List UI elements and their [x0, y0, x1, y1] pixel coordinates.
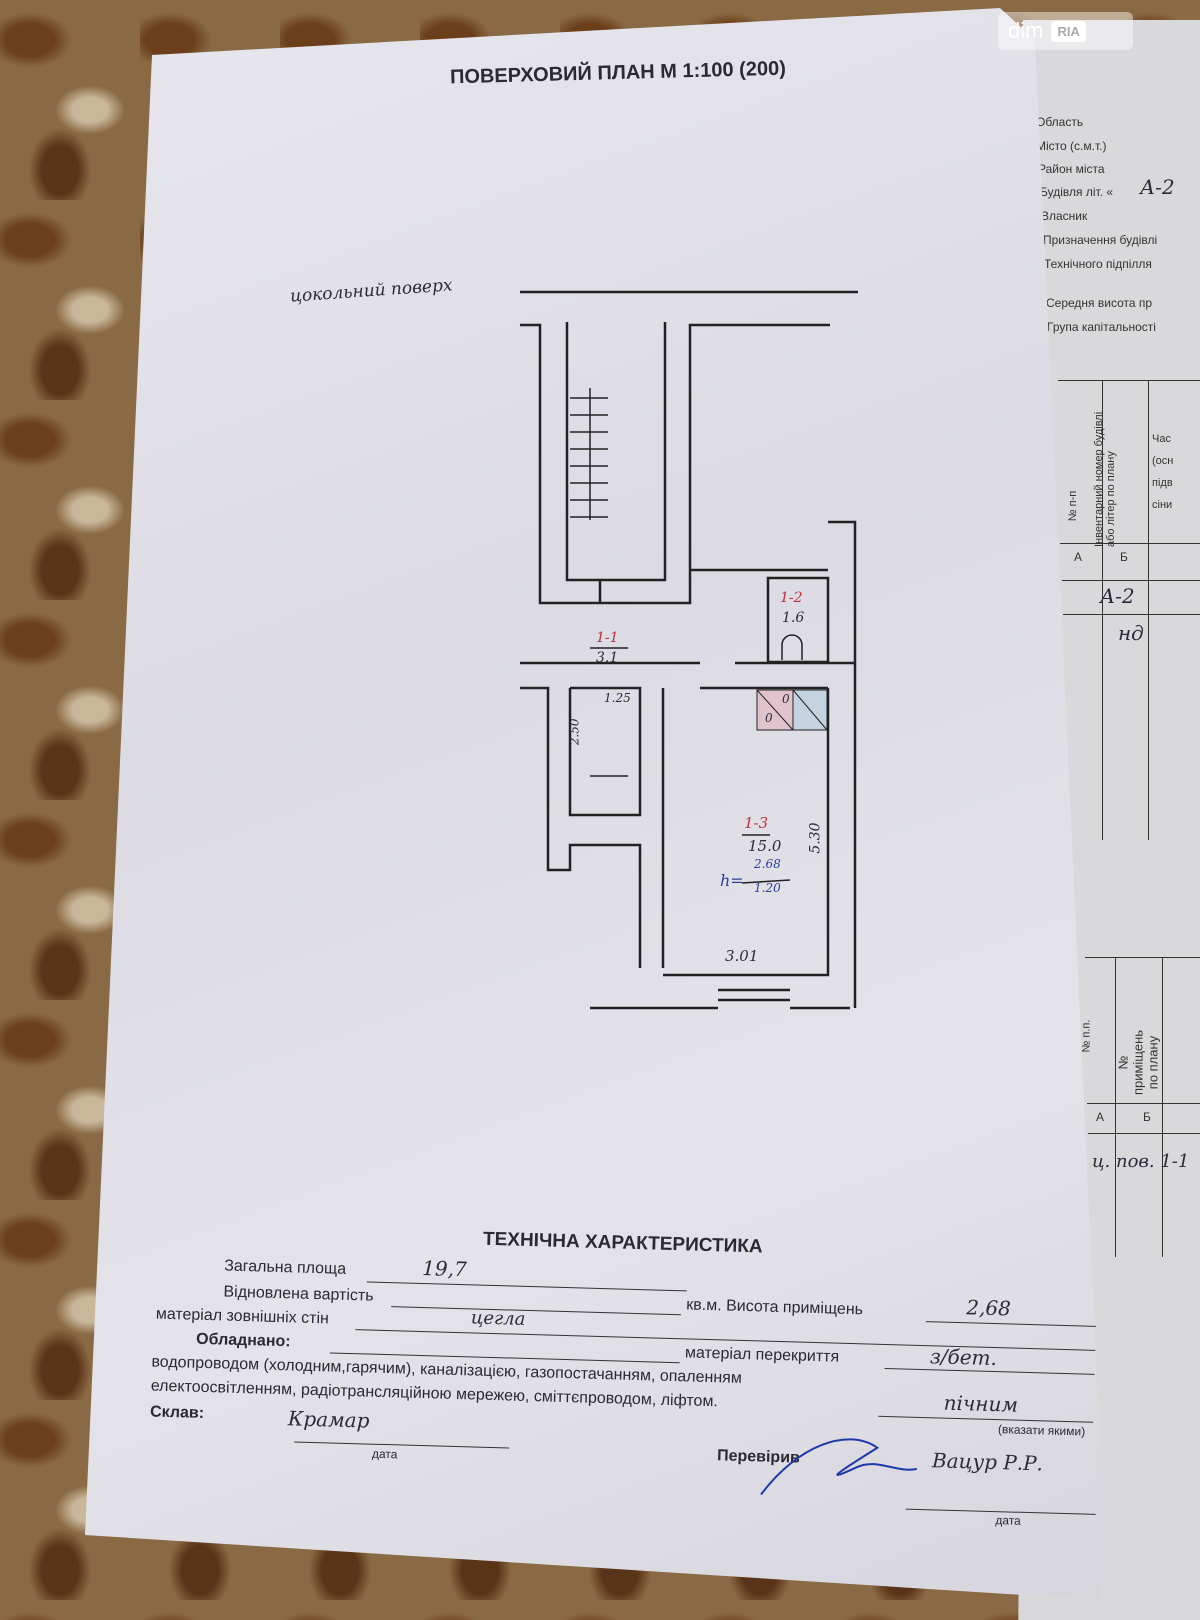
field-district: Район міста	[1038, 162, 1105, 176]
total-area-label: Загальна площа	[223, 1257, 347, 1278]
room-area-1-1: 3.1	[596, 650, 619, 666]
field-region: Область	[1036, 115, 1084, 129]
fixture-mark-2: 0	[782, 692, 790, 706]
wall-material-value: цегла	[470, 1307, 526, 1330]
field-purpose: Призначення будівлі	[1043, 233, 1158, 247]
checked-signature: Вацур Р.Р.	[931, 1448, 1044, 1476]
compiled-label: Склав:	[149, 1403, 205, 1422]
floor-material-label: матеріал перекриття	[684, 1344, 840, 1366]
fixture-mark-1: 0	[765, 711, 773, 725]
wall-material-label: матеріал зовнішніх стін	[155, 1305, 330, 1328]
specify-label: (вказати якими)	[997, 1422, 1086, 1439]
table2-value: ц. пов. 1-1	[1092, 1151, 1190, 1172]
field-city: Місто (с.м.т.)	[1036, 139, 1107, 153]
tech-title: ТЕХНІЧНА ХАРАКТЕРИСТИКА	[482, 1228, 763, 1258]
dimria-watermark: dim RIA	[998, 12, 1133, 50]
table1-value-1: А-2	[1100, 584, 1135, 608]
heating-value: пічним	[943, 1390, 1019, 1417]
total-area-value: 19,7	[421, 1256, 468, 1282]
equipped-label: Обладнано:	[195, 1330, 291, 1351]
restored-cost-label: Відновлена вартість	[223, 1283, 374, 1305]
date-label-2: дата	[995, 1513, 1022, 1528]
compiled-signature: Крамар	[287, 1406, 370, 1433]
room-area-1-2: 1.6	[782, 610, 805, 626]
height-label: кв.м. Висота приміщень	[686, 1296, 864, 1319]
table1-header-part: Час (осн підв сіни	[1152, 433, 1174, 511]
floor-material-value: з/бет.	[929, 1344, 998, 1371]
watermark-ria: RIA	[1051, 20, 1086, 42]
room-id-1-1: 1-1	[596, 630, 619, 646]
dim-3-01: 3.01	[725, 947, 759, 965]
signature-scribble	[760, 1438, 918, 1496]
toilet-icon	[781, 634, 803, 660]
height-top: 2.68	[754, 857, 781, 871]
height-value: 2,68	[966, 1295, 1012, 1321]
field-building: Будівля літ. «	[1040, 185, 1113, 199]
table2-letter-a: А	[1096, 1110, 1105, 1124]
room-id-1-2: 1-2	[780, 590, 803, 606]
height-prefix: h=	[720, 871, 744, 890]
gas-stove-icon	[756, 689, 828, 731]
field-capital-group: Група капітальності	[1047, 320, 1156, 334]
date-label: дата	[371, 1446, 398, 1462]
field-owner: Власник	[1041, 209, 1088, 223]
room-area-1-3: 15.0	[748, 837, 782, 855]
dim-1-25: 1.25	[604, 691, 631, 705]
table2-letter-b: Б	[1143, 1110, 1151, 1124]
room-id-1-3: 1-3	[744, 814, 769, 832]
height-bottom: 1.20	[754, 881, 781, 895]
table1-letter-a: А	[1074, 550, 1083, 564]
field-basement: Технічного підпілля	[1044, 257, 1152, 271]
field-avg-height: Середня висота пр	[1046, 296, 1153, 310]
table1-value-2: нд	[1118, 621, 1144, 645]
watermark-dim: dim	[1008, 18, 1044, 43]
building-letter: А-2	[1140, 175, 1175, 199]
table1-letter-b: Б	[1120, 550, 1128, 564]
